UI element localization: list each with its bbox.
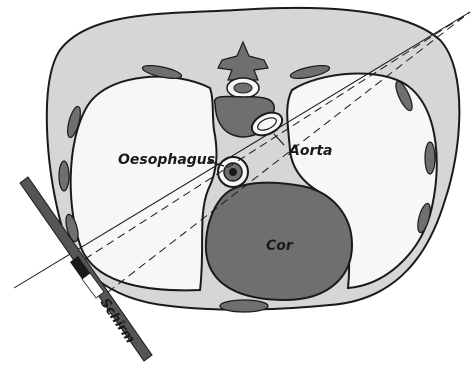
cor-label: Cor	[266, 238, 294, 254]
schirm-label: Schirm	[97, 296, 138, 346]
oesophagus-label: Oesophagus	[118, 152, 215, 168]
rib	[59, 161, 69, 191]
rib	[220, 300, 268, 312]
aorta-label: Aorta	[288, 143, 333, 159]
left-lung-cavity	[71, 77, 217, 291]
rib	[425, 142, 435, 174]
